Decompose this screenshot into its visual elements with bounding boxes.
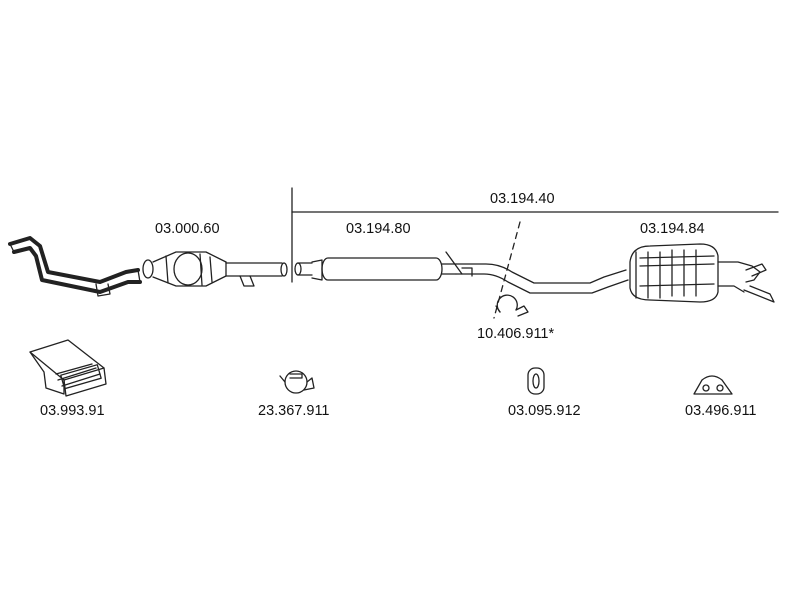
label-middle-silencer: 03.194.80 bbox=[346, 221, 411, 237]
label-exhaust-system: 03.194.40 bbox=[490, 191, 555, 207]
rubber-mount-part bbox=[693, 375, 733, 395]
rubber-hanger-part bbox=[527, 367, 545, 395]
label-small-clamp: 10.406.911* bbox=[477, 326, 555, 342]
rear-silencer bbox=[629, 243, 775, 303]
label-rear-silencer: 03.194.84 bbox=[640, 221, 705, 237]
label-catalytic-converter: 03.000.60 bbox=[155, 221, 220, 237]
clamp-part bbox=[279, 370, 315, 394]
front-pipe bbox=[8, 236, 142, 297]
label-mounting-kit: 03.993.91 bbox=[40, 403, 105, 419]
mounting-kit-box bbox=[29, 339, 107, 397]
catalytic-converter bbox=[142, 251, 288, 287]
label-rubber-mount: 03.496.911 bbox=[685, 403, 757, 419]
system-bracket bbox=[291, 187, 779, 283]
label-rubber-hanger: 03.095.912 bbox=[508, 403, 581, 419]
label-clamp: 23.367.911 bbox=[258, 403, 330, 419]
center-pipe-middle-silencer bbox=[294, 251, 629, 294]
small-clamp bbox=[495, 294, 529, 317]
